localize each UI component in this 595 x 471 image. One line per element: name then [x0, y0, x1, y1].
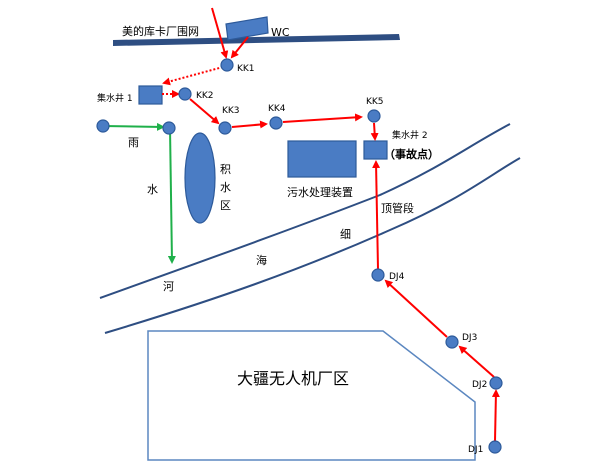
node-dj2-label: DJ2	[472, 380, 487, 390]
flow-arrow-dj3-dj4	[384, 279, 448, 338]
factory-label: 大疆无人机厂区	[237, 369, 349, 388]
sump1-label: 集水井 1	[97, 92, 133, 104]
flow-arrow-kk1-sump1	[162, 66, 224, 86]
node-kk1-label: KK1	[237, 64, 255, 74]
sewage-label: 污水处理装置	[287, 186, 353, 199]
node-dj1-label: DJ1	[468, 445, 483, 455]
node-dj3-label: DJ3	[462, 333, 477, 343]
flow-arrow-dj4-sump2	[372, 160, 381, 270]
sump2-box	[363, 140, 388, 160]
node-kk3	[218, 121, 232, 135]
flow-arrow-dj2-dj3	[458, 345, 495, 378]
accident-label: （事故点）	[384, 147, 439, 161]
flow-arrow-kk4-kk5	[282, 113, 363, 123]
fence: 美的库卡厂围网	[113, 24, 400, 46]
node-kk2	[178, 87, 192, 101]
river-char-3: 河	[163, 280, 174, 293]
pond-char-3: 区	[220, 199, 231, 212]
node-kk4	[269, 116, 283, 130]
node-dj4-label: DJ4	[389, 272, 405, 282]
node-dj3	[445, 335, 459, 349]
wc-building: WC	[225, 16, 290, 41]
river-bank-lower	[104, 157, 521, 334]
flow-arrow-wc	[230, 36, 249, 59]
pond-char-1: 积	[220, 163, 231, 176]
rain-flow-arrow-1	[102, 122, 165, 131]
wc-label: WC	[271, 26, 290, 39]
rain-flow-arrow-2	[167, 127, 176, 264]
flow-arrow-kk2-kk3	[189, 98, 220, 125]
river-char-1: 细	[340, 228, 351, 241]
fence-label: 美的库卡厂围网	[122, 24, 199, 38]
river-char-2: 海	[256, 253, 267, 267]
sump2-label: 集水井 2	[392, 129, 428, 141]
flow-arrow-kk5-sump2	[370, 122, 379, 141]
flow-arrow-dj1-dj2	[491, 389, 500, 442]
node-rain-mid	[162, 121, 176, 135]
factory-outline	[147, 330, 476, 461]
node-kk4-label: KK4	[268, 104, 286, 114]
flow-arrow-kk3-kk4	[231, 120, 268, 129]
pond-ellipse	[184, 132, 216, 224]
pipe-jacking-label: 顶管段	[381, 201, 414, 215]
node-kk2-label: KK2	[196, 91, 214, 101]
wc-box	[225, 16, 269, 41]
node-rain-start	[96, 119, 110, 133]
flow-arrow-in	[211, 7, 229, 59]
river-bank-upper	[99, 123, 511, 299]
node-kk5-label: KK5	[366, 97, 384, 107]
node-kk1	[220, 58, 234, 72]
rain-label: 雨	[128, 136, 139, 149]
node-dj1	[488, 440, 502, 454]
sewage-box	[287, 140, 357, 178]
node-kk5	[367, 109, 381, 123]
node-dj2	[489, 376, 503, 390]
water-label: 水	[147, 183, 158, 196]
node-dj4	[371, 268, 385, 282]
node-kk3-label: KK3	[222, 106, 240, 116]
pond-char-2: 水	[220, 181, 231, 194]
fence-bar	[113, 34, 400, 46]
sump1-box	[138, 85, 163, 105]
